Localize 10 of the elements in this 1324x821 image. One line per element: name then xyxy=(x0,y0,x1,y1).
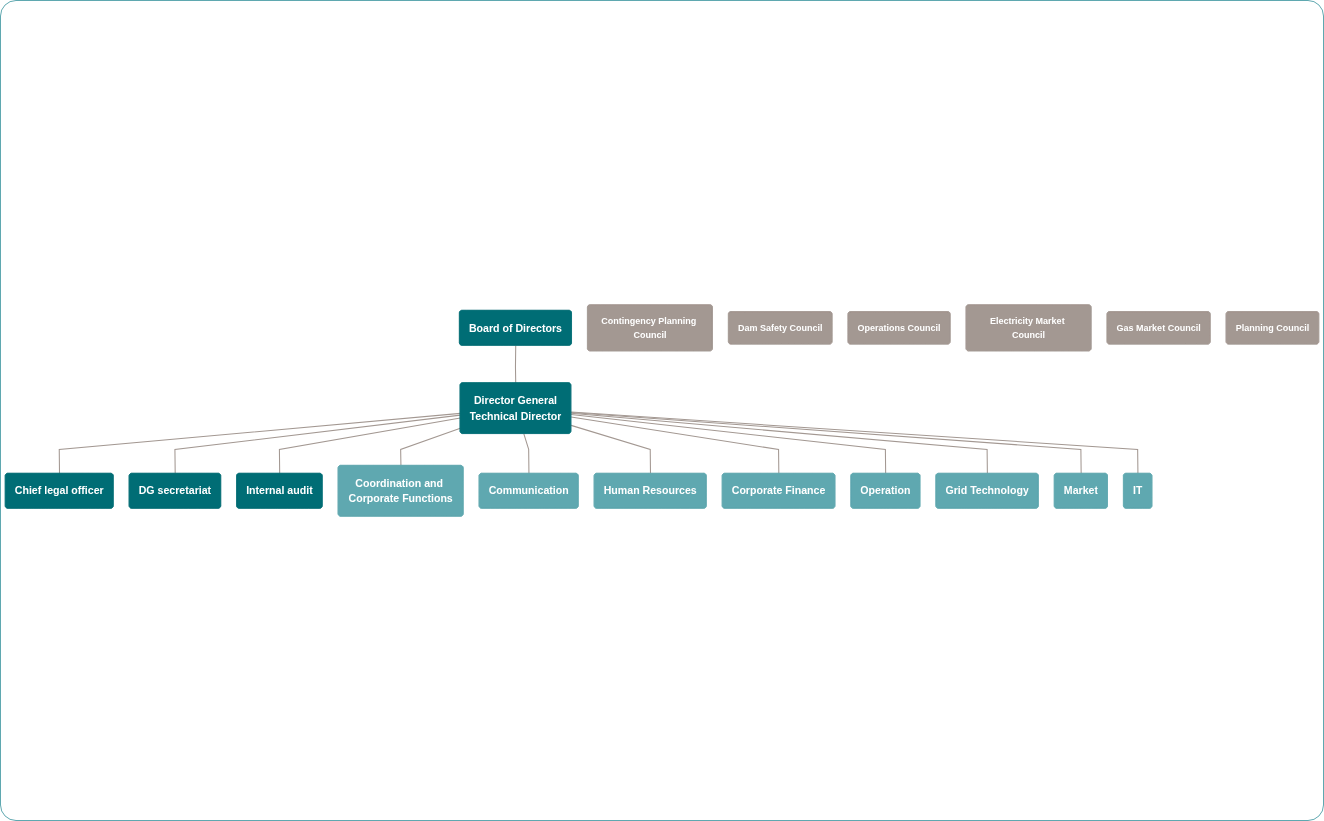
connector xyxy=(570,414,887,475)
connector xyxy=(523,433,530,475)
connector xyxy=(400,427,461,467)
connector xyxy=(58,412,461,475)
connector xyxy=(570,424,651,475)
connector xyxy=(570,416,780,475)
connector xyxy=(278,417,461,475)
connector xyxy=(514,345,517,384)
connector xyxy=(174,414,461,475)
connector xyxy=(570,412,988,475)
